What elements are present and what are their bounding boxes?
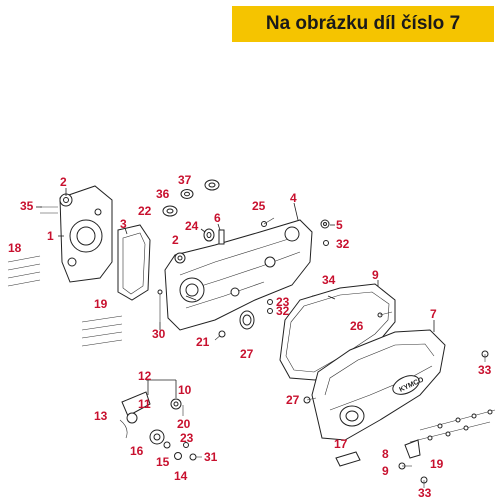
callout-31: 31 bbox=[204, 450, 218, 464]
callout-32-mid: 32 bbox=[276, 304, 290, 318]
clip-part-23[interactable] bbox=[183, 442, 189, 448]
callout-2-right: 2 bbox=[172, 233, 179, 247]
callout-10: 9 bbox=[372, 268, 379, 282]
callout-9: 9 bbox=[382, 464, 389, 478]
transmission-cover-part-7[interactable] bbox=[311, 329, 446, 441]
pin-part-29-mid[interactable] bbox=[377, 311, 393, 318]
bolt-part-5[interactable] bbox=[320, 219, 330, 229]
bolt-part-9[interactable] bbox=[398, 462, 412, 470]
part-number-banner: Na obrázku díl číslo 7 bbox=[232, 6, 494, 42]
callout-14: 13 bbox=[94, 409, 108, 423]
callout-29-top: 25 bbox=[252, 199, 266, 213]
callout-8: 8 bbox=[382, 447, 389, 461]
seal-part-28[interactable] bbox=[203, 228, 215, 242]
callout-28: 24 bbox=[185, 219, 199, 233]
washer-part-16[interactable] bbox=[163, 441, 171, 449]
callout-19: 19 bbox=[430, 457, 444, 471]
callout-30: 30 bbox=[152, 327, 166, 341]
callout-12: 11 bbox=[138, 397, 151, 411]
callout-33-low: 33 bbox=[418, 486, 432, 500]
studs-part-20[interactable] bbox=[7, 255, 41, 287]
washers-part-24-32[interactable] bbox=[267, 299, 273, 314]
bolt-part-32-top[interactable] bbox=[323, 240, 329, 246]
callout-4: 4 bbox=[290, 191, 297, 205]
callout-7: 7 bbox=[430, 307, 437, 321]
pedal-part-18[interactable] bbox=[335, 451, 361, 467]
bolt-part-31[interactable] bbox=[189, 453, 202, 461]
bolt-part-33-low[interactable] bbox=[420, 476, 428, 488]
bearing-part-2-right[interactable] bbox=[174, 252, 186, 264]
bracket-part-8[interactable] bbox=[404, 439, 421, 459]
callout-29-mid: 26 bbox=[350, 319, 364, 333]
left-crankcase-half[interactable] bbox=[59, 185, 113, 283]
callout-16: 15 bbox=[156, 455, 170, 469]
pin-part-6[interactable] bbox=[218, 229, 225, 245]
callout-35: 35 bbox=[20, 199, 34, 213]
bush-part-15[interactable] bbox=[174, 452, 182, 460]
callout-6: 6 bbox=[214, 211, 221, 225]
callout-18: 17 bbox=[334, 437, 348, 451]
callout-22: 20 bbox=[177, 417, 191, 431]
gasket-part-3[interactable] bbox=[117, 224, 151, 301]
callout-labels: 2 35 1 3 18 19 37 36 22 24 6 2 25 4 5 32… bbox=[8, 173, 492, 500]
callout-27: 27 bbox=[240, 347, 254, 361]
callout-13: 12 bbox=[138, 369, 152, 383]
cover-gasket-part-10[interactable] bbox=[279, 283, 396, 381]
callout-3: 3 bbox=[120, 217, 127, 231]
callout-32-top: 32 bbox=[336, 237, 350, 251]
oil-seal-part-26[interactable] bbox=[162, 205, 178, 217]
callout-2-left: 2 bbox=[60, 175, 67, 189]
callout-11: 10 bbox=[178, 383, 192, 397]
bolt-part-33-top[interactable] bbox=[481, 350, 489, 362]
callout-23: 23 bbox=[180, 431, 194, 445]
callout-25: 21 bbox=[196, 335, 210, 349]
callout-20: 18 bbox=[8, 241, 22, 255]
callout-1: 1 bbox=[47, 229, 54, 243]
callout-29-low: 27 bbox=[286, 393, 300, 407]
studs-part-21[interactable] bbox=[81, 315, 123, 347]
callout-36: 36 bbox=[156, 187, 170, 201]
callout-24: 23 bbox=[276, 295, 290, 309]
callout-15: 14 bbox=[174, 469, 188, 483]
bolt-part-29-low[interactable] bbox=[303, 396, 317, 404]
bolt-part-25[interactable] bbox=[214, 330, 226, 341]
leader-lines bbox=[36, 188, 435, 398]
callout-17: 16 bbox=[130, 444, 144, 458]
gear-part-17[interactable] bbox=[149, 429, 165, 445]
oring-part-27[interactable] bbox=[239, 310, 255, 330]
callout-21: 19 bbox=[94, 297, 108, 311]
bolts-part-19[interactable] bbox=[409, 409, 496, 443]
spring-part-12[interactable] bbox=[170, 398, 182, 410]
dowel-part-30[interactable] bbox=[157, 289, 163, 322]
callout-34: 34 bbox=[322, 273, 336, 287]
callout-5: 5 bbox=[336, 218, 343, 232]
kick-shaft-part-14[interactable] bbox=[119, 391, 151, 439]
callout-26: 22 bbox=[138, 204, 152, 218]
oil-seal-part-37[interactable] bbox=[204, 179, 220, 191]
callout-33-top: 33 bbox=[478, 363, 492, 377]
callout-37: 37 bbox=[178, 173, 192, 187]
oil-seal-part-36[interactable] bbox=[180, 189, 194, 199]
bolt-part-29-top[interactable] bbox=[261, 217, 275, 227]
bolts-part-35[interactable] bbox=[40, 206, 58, 214]
